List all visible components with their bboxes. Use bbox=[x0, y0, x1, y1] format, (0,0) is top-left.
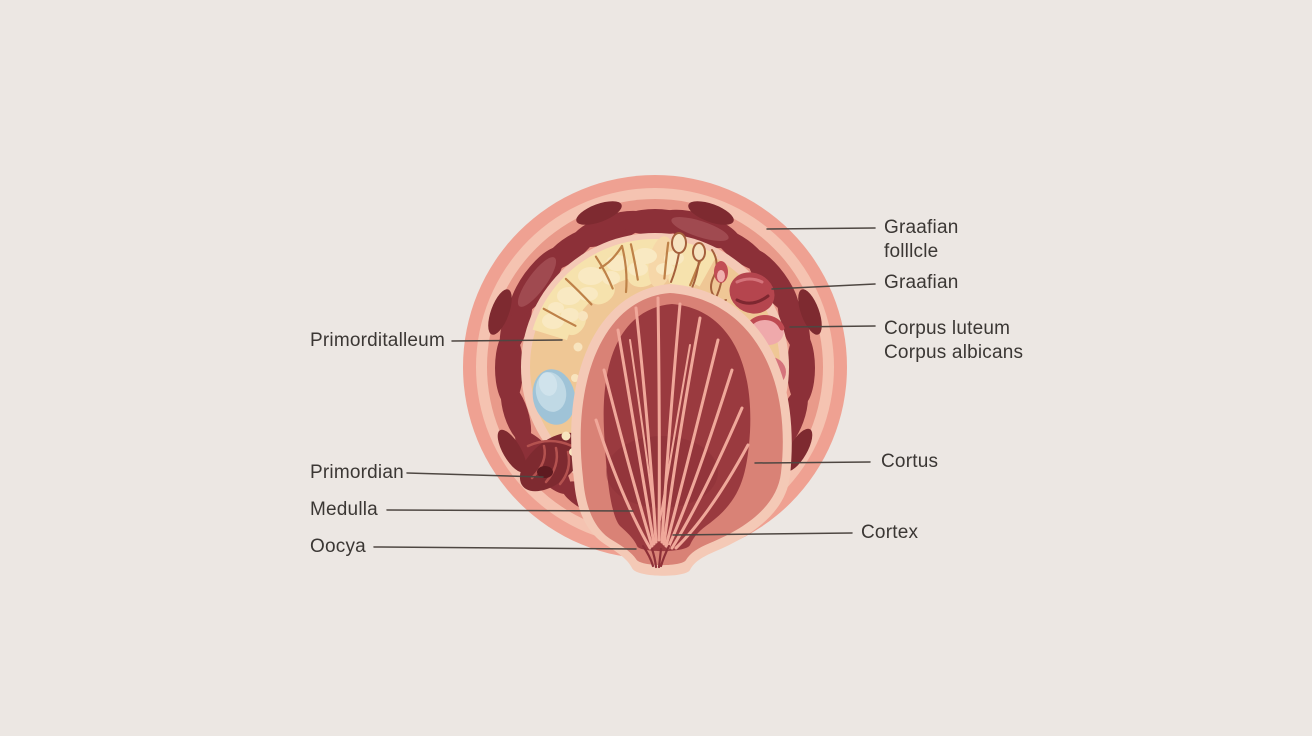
label-medulla: Medulla bbox=[310, 499, 378, 520]
leader-line-graafian bbox=[771, 283, 876, 290]
medulla-tail bbox=[641, 544, 671, 569]
label-line: Cortus bbox=[881, 451, 939, 472]
leader-line-graafian-follicle bbox=[766, 227, 876, 230]
label-line: Corpus albicans bbox=[884, 342, 1024, 363]
leader-lines bbox=[373, 227, 876, 550]
label-cortex: Cortex bbox=[861, 521, 918, 545]
label-oocya: Oocya bbox=[310, 536, 366, 557]
label-line: folllcle bbox=[884, 241, 939, 262]
label-graafian: Graafian bbox=[884, 271, 958, 295]
medulla-shape bbox=[571, 284, 792, 576]
leader-line-primorditalleum bbox=[451, 339, 563, 342]
medulla-striations bbox=[594, 296, 750, 550]
label-corpus: Corpus luteum Corpus albicans bbox=[884, 317, 1023, 365]
label-cortus: Cortus bbox=[881, 450, 938, 474]
leader-line-primordian bbox=[406, 472, 544, 478]
leader-line-cortex bbox=[672, 532, 853, 536]
medulla-core bbox=[603, 304, 751, 552]
leader-line-medulla bbox=[386, 509, 634, 512]
label-line: Corpus luteum bbox=[884, 318, 1011, 339]
label-primordian: Primordian bbox=[310, 462, 404, 483]
label-primorditalleum: Primorditalleum bbox=[310, 330, 445, 351]
leader-line-oocya bbox=[373, 546, 637, 550]
leader-line-corpus bbox=[789, 325, 876, 328]
label-line: Graafian bbox=[884, 217, 959, 238]
label-line: Graafian bbox=[884, 272, 959, 293]
label-line: Cortex bbox=[861, 522, 919, 543]
label-graafian-follicle: Graafian folllcle bbox=[884, 216, 958, 264]
oocyte-shape bbox=[532, 369, 576, 425]
leader-line-cortus bbox=[754, 461, 871, 464]
